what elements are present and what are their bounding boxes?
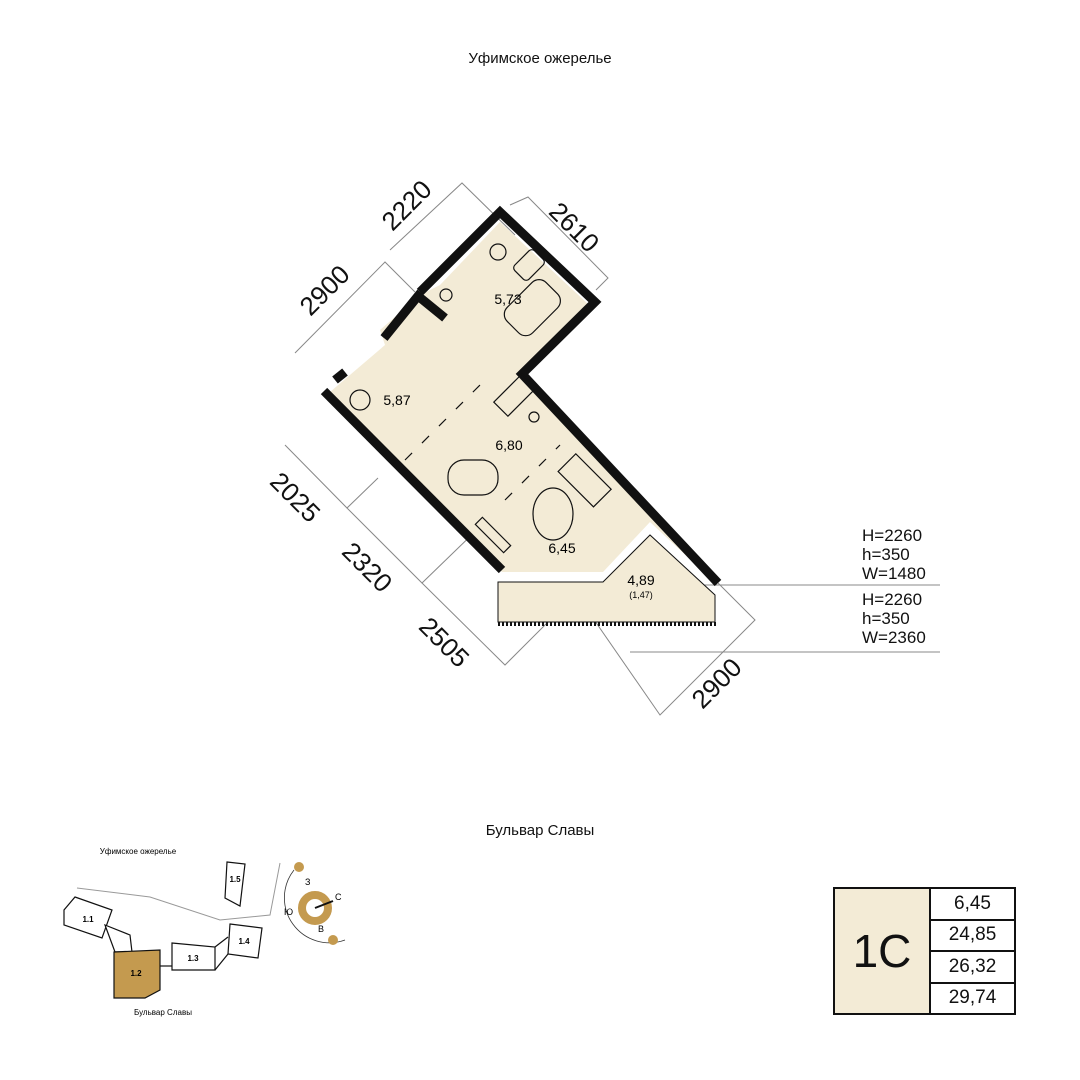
room-area-balcony: 4,89 [627,572,654,588]
window-width: W=1480 [862,564,926,583]
section-1-4[interactable] [227,923,263,959]
room-area-kitchen: 6,80 [495,437,522,453]
window-height: H=2260 [862,590,923,609]
compass-east: В [318,924,324,934]
apartment-summary-table: 1С 6,45 24,85 26,32 29,74 [833,887,1016,1015]
sun-icon [328,935,338,945]
fixtures [349,243,613,554]
summary-value: 26,32 [931,952,1014,984]
room-area-living: 6,45 [548,540,575,556]
compass: З С Ю В [284,862,346,945]
section-label: 1.5 [229,875,241,884]
section-label: 1.3 [187,954,199,963]
section-label: 1.2 [130,969,142,978]
window-sill-height: h=350 [862,609,910,628]
sun-icon [294,862,304,872]
street-bottom-label: Бульвар Славы [485,822,595,839]
room-area-balcony-reduced: (1,47) [629,590,653,600]
compass-north: С [335,892,342,902]
window-sill-height: h=350 [862,545,910,564]
window-height: H=2260 [862,526,923,545]
room-area-hallway: 5,87 [383,392,410,408]
walls [320,205,722,587]
summary-value: 29,74 [948,987,997,1009]
minimap-bottom-street: Бульвар Славы [134,1008,192,1017]
section-label: 1.4 [238,937,250,946]
summary-value: 6,45 [931,889,1014,921]
room-area-bathroom: 5,73 [494,291,521,307]
section-1-1[interactable] [63,896,113,939]
section-1-5[interactable] [224,861,246,907]
apartment-type: 1С [835,889,931,1013]
summary-value: 24,85 [931,921,1014,952]
section-label: 1.1 [82,915,94,924]
site-minimap: Уфимское ожерелье Бульвар Славы 1.1 1.2 … [63,847,346,1017]
window-spec-1: H=2260 h=350 W=1480 [862,526,926,583]
minimap-top-street: Уфимское ожерелье [100,847,177,856]
compass-west: З [305,877,310,887]
window-spec-2: H=2260 h=350 W=2360 [862,590,926,647]
window-width: W=2360 [862,628,926,647]
compass-south: Ю [284,907,293,917]
section-1-2[interactable] [113,949,161,999]
dimension-lines [284,182,940,716]
street-top-label: Уфимское ожерелье [468,50,612,67]
